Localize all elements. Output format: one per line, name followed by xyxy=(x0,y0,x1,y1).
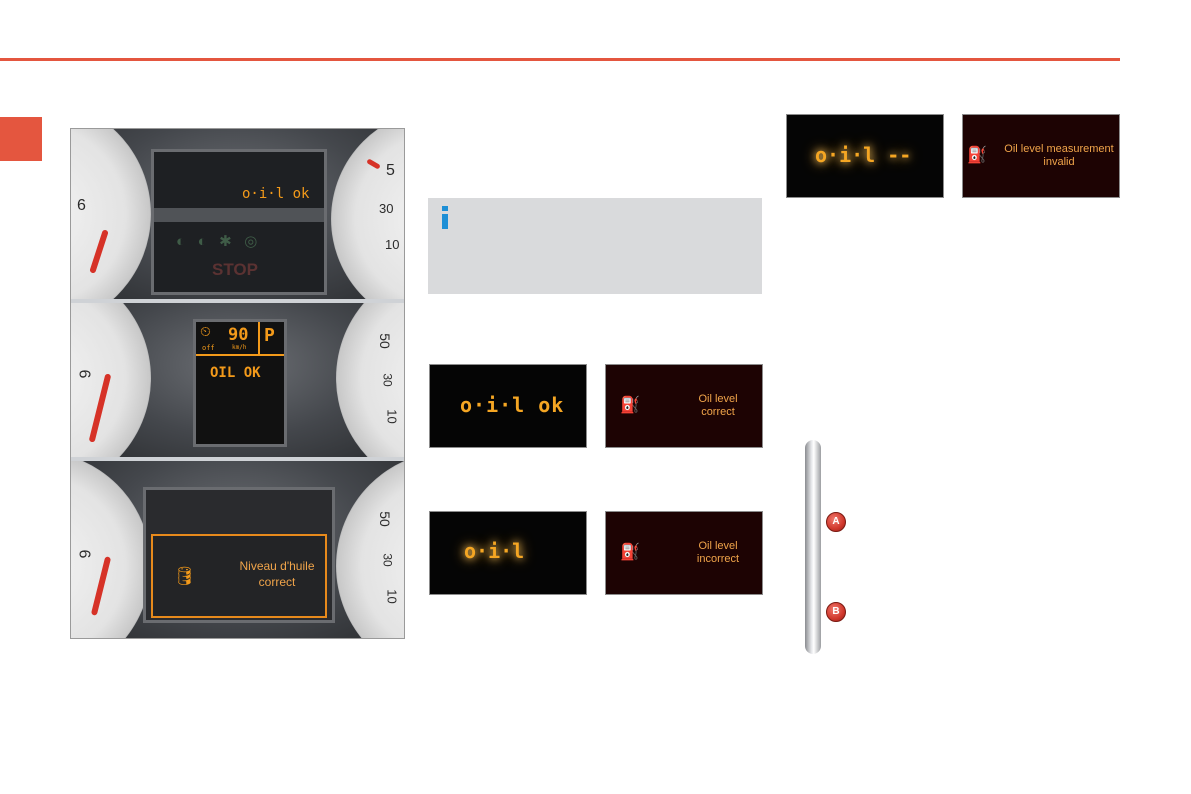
dial-number: 6 xyxy=(75,369,93,379)
dipstick-illustration xyxy=(805,440,821,654)
chapter-tab xyxy=(0,117,42,161)
lcd-display-oil-invalid: o·i·l -- xyxy=(786,114,944,198)
info-note-box xyxy=(428,198,762,294)
speed-readout: 90 xyxy=(228,325,249,345)
dial-number: 50 xyxy=(376,333,393,349)
cluster-panel-1: 6 5 30 10 o·i·l ok ◐ ◐ ✱ ◎ STOP xyxy=(71,129,404,299)
speedometer-dial xyxy=(336,461,404,638)
dial-number: 10 xyxy=(385,237,400,252)
dial-number: 10 xyxy=(384,409,400,424)
stop-warning-label: STOP xyxy=(212,260,258,279)
mfd-line2: incorrect xyxy=(696,553,740,565)
display-divider xyxy=(154,208,324,222)
dial-number: 10 xyxy=(384,589,400,604)
mfd-message: Oil level incorrect xyxy=(678,540,758,566)
info-icon xyxy=(441,206,449,230)
oil-ok-readout: o·i·l ok xyxy=(242,186,310,202)
display-rule xyxy=(196,354,284,356)
center-display: ⏲ off 90 km/h P OIL OK xyxy=(193,319,287,447)
oil-can-icon: 🛢 xyxy=(173,566,196,587)
warning-lamps-row: ◐ ◐ ✱ ◎ xyxy=(176,233,258,250)
mfd-message: Oil level measurement invalid xyxy=(999,143,1119,169)
lcd-display-oil-ok: o·i·l ok xyxy=(429,364,587,448)
dial-number: 50 xyxy=(376,511,393,527)
cluster-panel-2: 6 50 30 10 ⏲ off 90 km/h P OIL OK xyxy=(71,303,404,457)
oil-message-line2: correct xyxy=(258,575,296,589)
oil-message: Niveau d'huile correct xyxy=(231,558,323,590)
mfd-line1: Oil level xyxy=(698,393,738,405)
lcd-text-blinking: o·i·l xyxy=(464,539,525,563)
mfd-line1: Oil level xyxy=(698,540,738,552)
display-divider xyxy=(258,322,260,354)
cluster-panel-3: 6 50 30 10 🛢 Niveau d'huile correct xyxy=(71,461,404,638)
oil-can-icon: ⛽ xyxy=(620,397,640,414)
dial-number: 5 xyxy=(386,162,395,179)
dipstick-marker-a: A xyxy=(826,512,846,532)
oil-status-readout: OIL OK xyxy=(210,365,261,381)
oil-can-icon: ⛽ xyxy=(967,147,987,164)
lcd-text-blinking: o·i·l -- xyxy=(815,143,912,167)
dial-number: 6 xyxy=(75,549,93,559)
dial-number: 30 xyxy=(379,201,394,216)
header-rule xyxy=(0,58,1120,61)
mfd-message: Oil level correct xyxy=(678,393,758,419)
panel-separator xyxy=(71,299,404,303)
instrument-cluster-photo: 6 5 30 10 o·i·l ok ◐ ◐ ✱ ◎ STOP 6 50 30 … xyxy=(70,128,405,639)
mfd-line2: correct xyxy=(701,406,735,418)
center-display: o·i·l ok ◐ ◐ ✱ ◎ STOP xyxy=(151,149,327,295)
speed-unit: km/h xyxy=(232,344,247,351)
message-frame: 🛢 Niveau d'huile correct xyxy=(151,534,327,618)
off-label: off xyxy=(202,344,215,352)
dial-number: 6 xyxy=(77,197,86,214)
mfd-line1: Oil level measurement xyxy=(1004,143,1114,155)
mfd-line2: invalid xyxy=(1043,156,1075,168)
tachometer-dial xyxy=(71,303,151,457)
lcd-text: o·i·l ok xyxy=(460,393,565,417)
speed-limiter-icon: ⏲ xyxy=(200,324,211,340)
oil-can-icon: ⛽ xyxy=(620,544,640,561)
mfd-display-oil-invalid: ⛽ Oil level measurement invalid xyxy=(962,114,1120,198)
dial-number: 30 xyxy=(380,373,395,387)
dipstick-marker-b: B xyxy=(826,602,846,622)
gear-indicator: P xyxy=(264,325,275,346)
oil-message-line1: Niveau d'huile xyxy=(239,559,315,573)
mfd-display-oil-correct: ⛽ Oil level correct xyxy=(605,364,763,448)
center-display: 🛢 Niveau d'huile correct xyxy=(143,487,335,623)
mfd-display-oil-incorrect: ⛽ Oil level incorrect xyxy=(605,511,763,595)
dial-number: 30 xyxy=(380,553,395,567)
panel-separator xyxy=(71,457,404,461)
lcd-display-oil-incorrect: o·i·l xyxy=(429,511,587,595)
